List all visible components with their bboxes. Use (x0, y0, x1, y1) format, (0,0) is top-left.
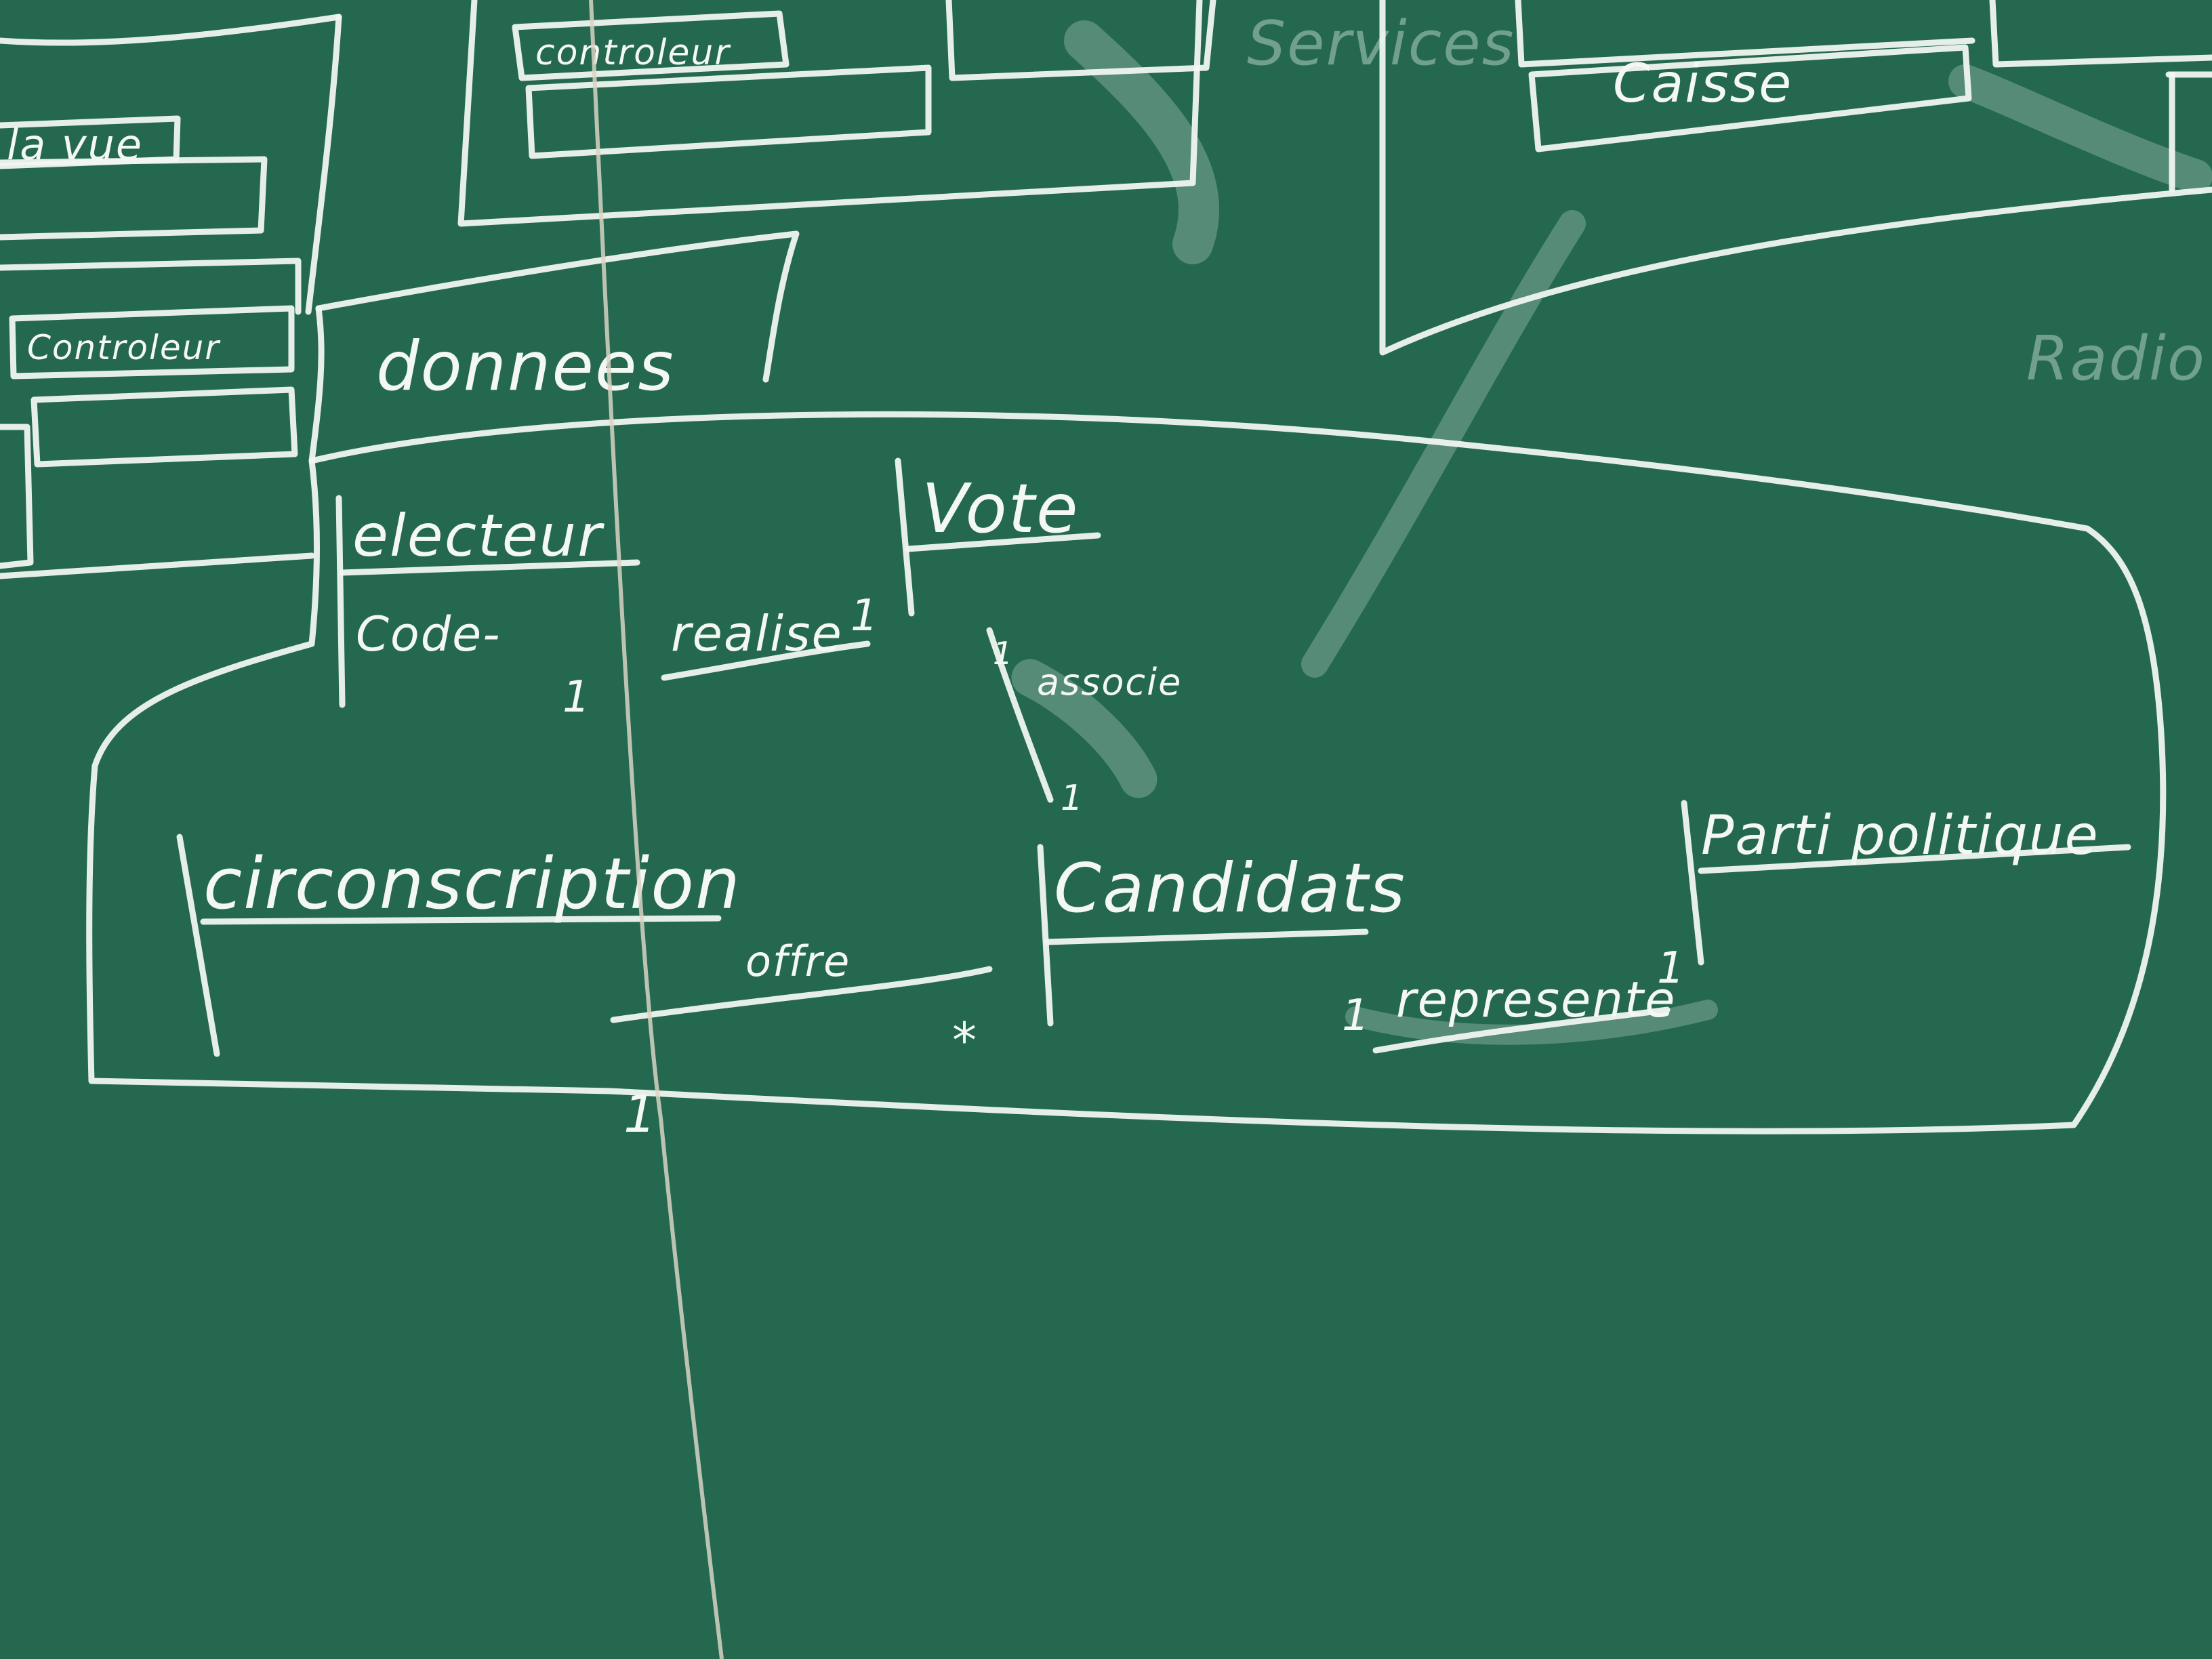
radio-faint-text: Radio (2026, 323, 2206, 394)
class-circonscription-name: circonscription (203, 842, 741, 925)
package-label-controleur-mid: controleur (535, 33, 731, 73)
multiplicity-circonscription-side: 1 (623, 1084, 657, 1144)
package-top-right: Caisse Radio (1379, 0, 2212, 394)
association-associe-label: associe (1037, 661, 1182, 703)
hanging-wire (589, 0, 724, 1659)
multiplicity-candidats-side-offre: * (952, 1012, 978, 1069)
package-donnees: donnees (86, 230, 2167, 1134)
multiplicity-parti-side: 1 (1657, 943, 1686, 994)
package-top-middle: controleur (457, 0, 1216, 227)
association-represente-label: represente (1396, 971, 1676, 1028)
class-electeur-attribute: Code- (356, 607, 501, 662)
association-associe: associe 1 1 (986, 627, 1182, 819)
multiplicity-vote-side-realise: 1 (851, 591, 880, 641)
multiplicity-candidats-side-represente: 1 (1342, 991, 1371, 1041)
package-label-donnees: donnees (376, 327, 675, 406)
chalk-smudges (1011, 20, 2212, 1045)
package-label-controleur-left: Controleur (27, 328, 221, 367)
package-la-vue-partial: la vue Controleur (0, 14, 342, 579)
class-candidats: Candidats (1037, 844, 1406, 1027)
class-parti-name: Parti politique (1701, 804, 2100, 867)
class-electeur: electeur Code- (335, 495, 640, 708)
class-parti-politique: Parti politique (1681, 800, 2131, 966)
association-offre: offre 1 * (610, 937, 993, 1144)
association-represente: represente 1 1 (1342, 943, 1686, 1054)
class-vote: Vote (895, 457, 1101, 617)
class-vote-name: Vote (922, 469, 1079, 548)
association-realise-label: realise (671, 605, 843, 662)
class-candidats-name: Candidats (1054, 848, 1406, 928)
class-circonscription: circonscription (176, 834, 741, 1057)
class-electeur-name: electeur (352, 502, 605, 570)
association-offre-label: offre (745, 937, 851, 986)
multiplicity-electeur-side: 1 (562, 672, 592, 722)
package-label-caisse: Caisse (1613, 54, 1793, 115)
association-realise: realise 1 1 (562, 591, 880, 722)
multiplicity-vote-side-associe: 1 (993, 635, 1014, 672)
multiplicity-candidats-side-associe: 1 (1061, 778, 1084, 819)
